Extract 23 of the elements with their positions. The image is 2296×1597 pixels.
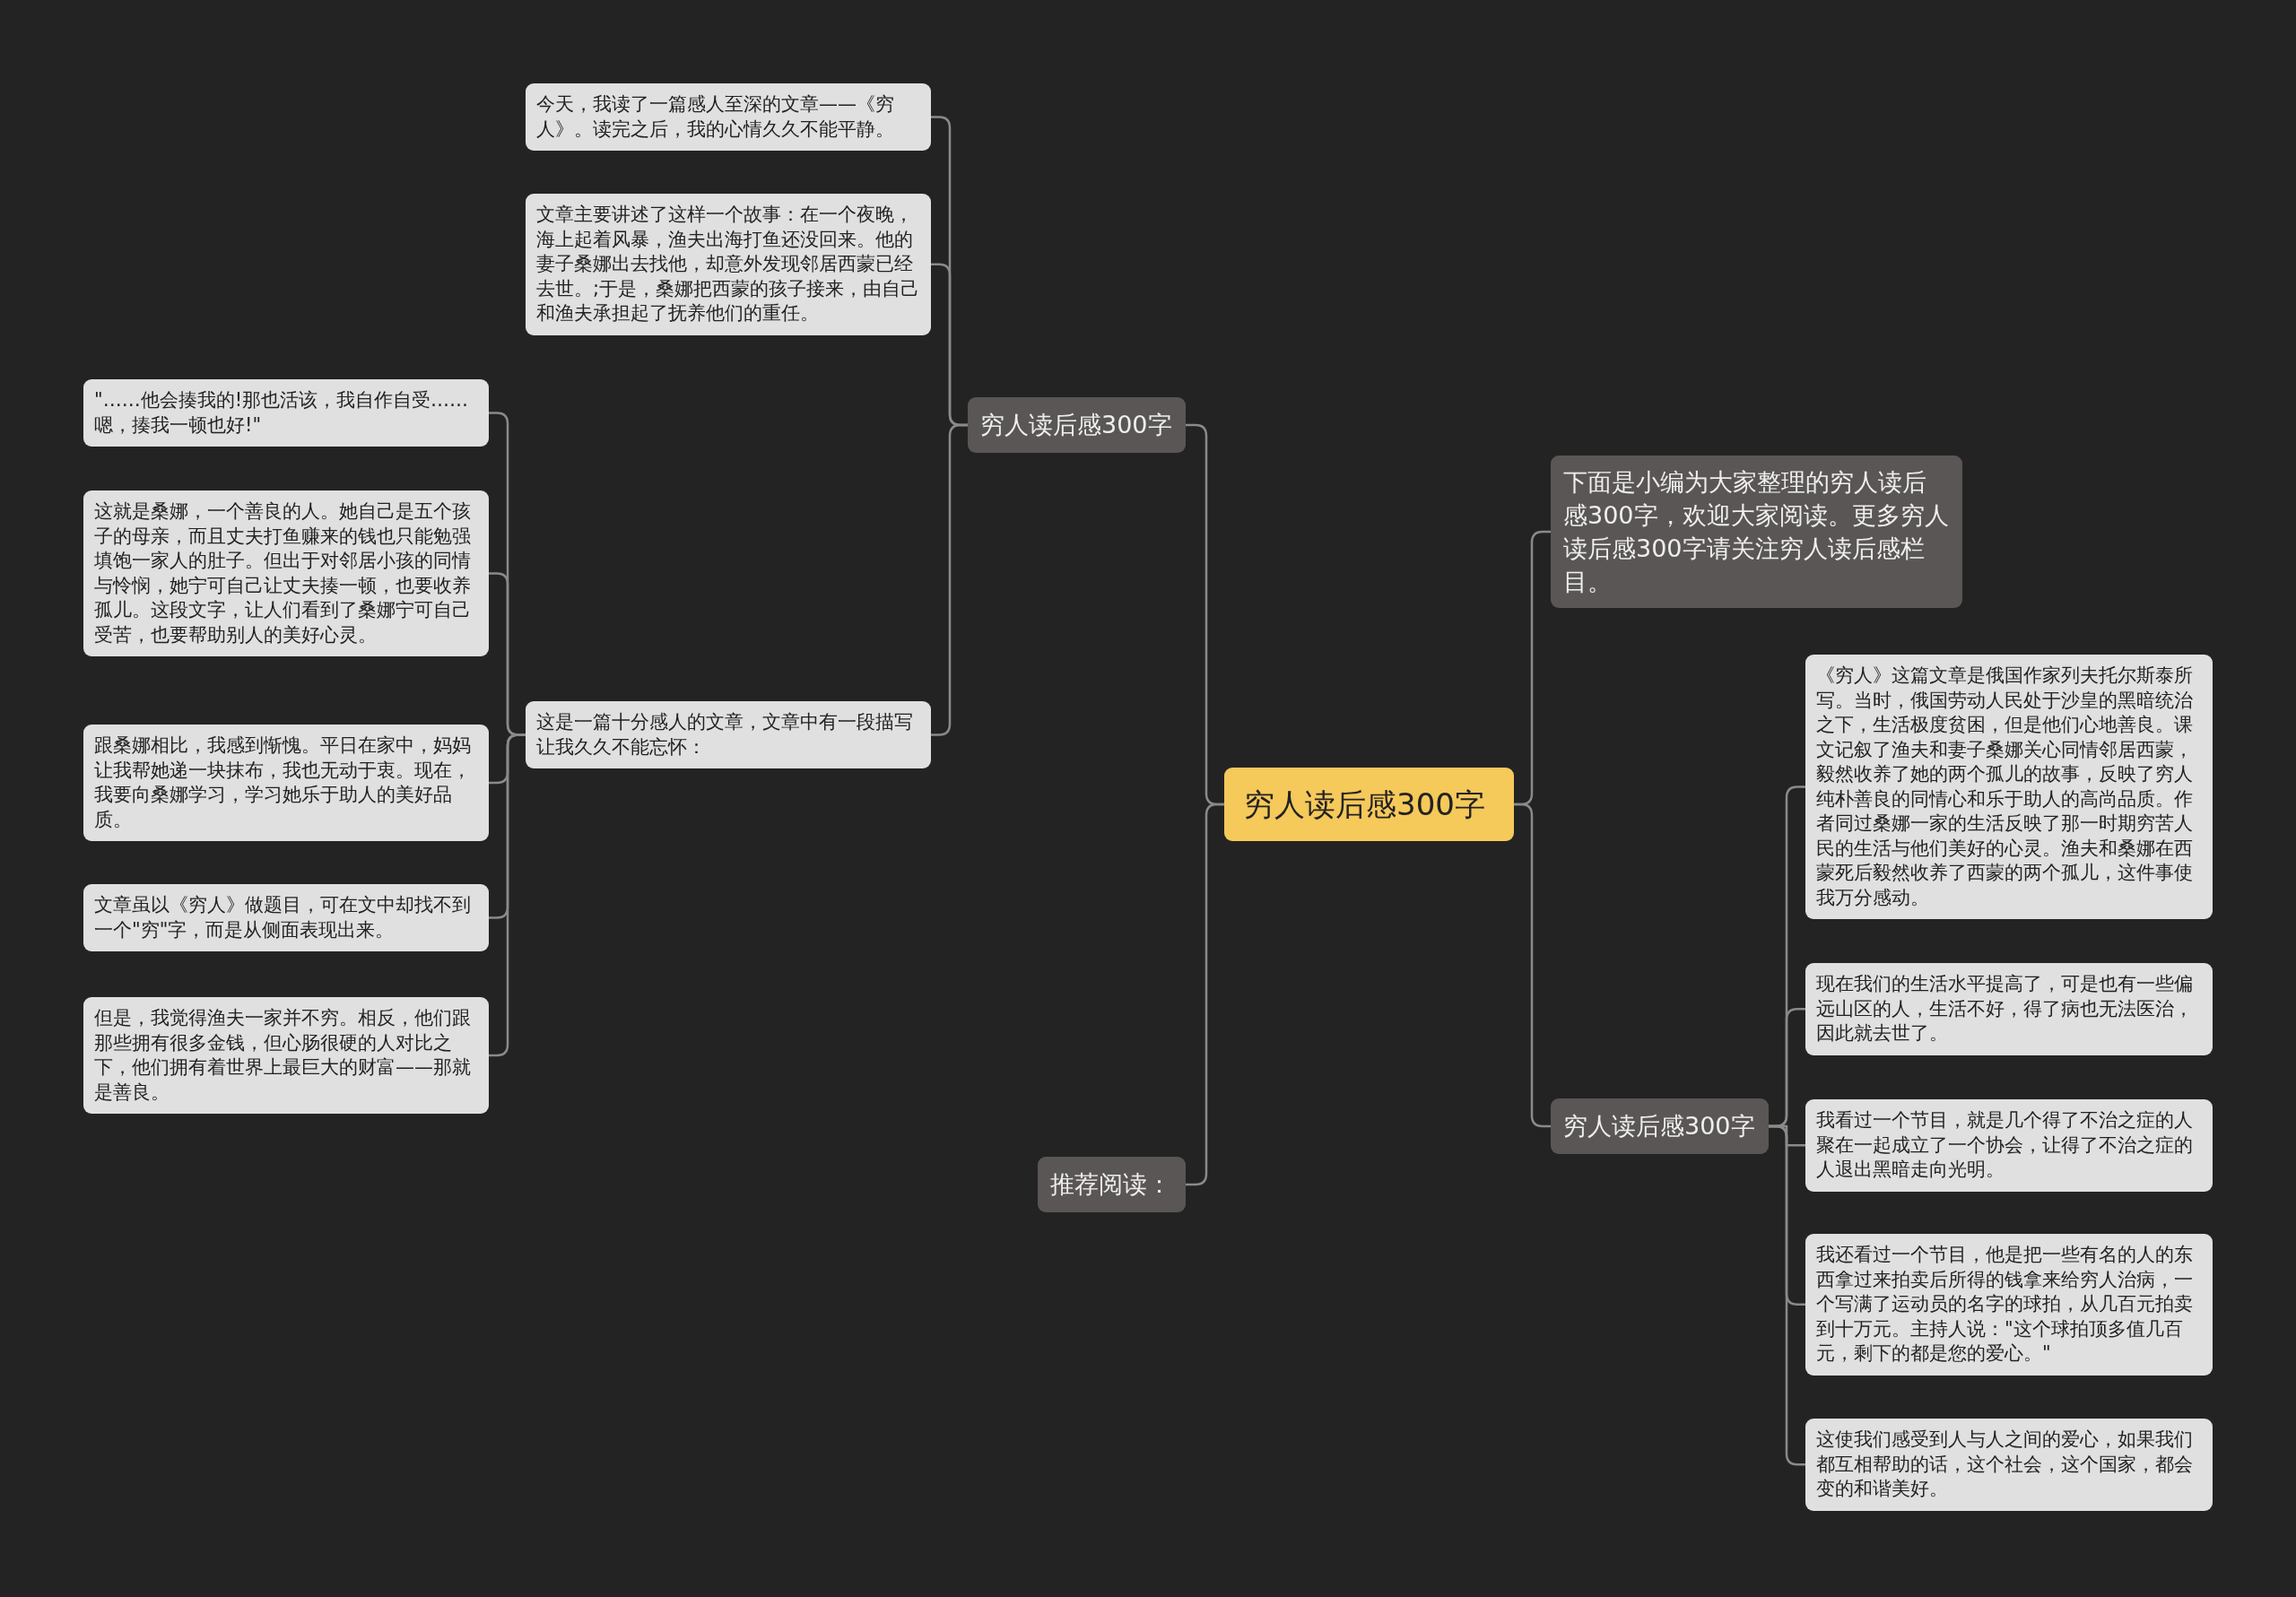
- text-card: 跟桑娜相比，我感到惭愧。平日在家中，妈妈让我帮她递一块抹布，我也无动于衷。现在，我要向桑娜学习，学习她乐于助人的美好品质。: [83, 725, 489, 841]
- connector-line: [1186, 803, 1224, 1186]
- central-topic: 穷人读后感300字: [1224, 768, 1514, 841]
- connector-line: [931, 423, 968, 736]
- text-card: 《穷人》这篇文章是俄国作家列夫托尔斯泰所写。当时，俄国劳动人民处于沙皇的黑暗统治之下，生活极度贫困，但是他们心地善良。课文记叙了渔夫和妻子桑娜关心同情邻居西蒙，毅然收养了她的两个孤儿的故事，反映了穷人纯朴善良的同情心和乐于助人的高尚品质。作者同过桑娜一家的生活反映了那一时期穷苦人民的生活与他们美好的心灵。渔夫和桑娜在西蒙死后毅然收养了西蒙的两个孤儿，这件事使我万分感动。: [1805, 655, 2213, 919]
- branch-topic: 穷人读后感300字: [1551, 1098, 1769, 1154]
- text-card: 我看过一个节目，就是几个得了不治之症的人聚在一起成立了一个协会，让得了不治之症的人退出黑暗走向光明。: [1805, 1099, 2213, 1192]
- text-card: 文章主要讲述了这样一个故事：在一个夜晚，海上起着风暴，渔夫出海打鱼还没回来。他的妻子桑娜出去找他，却意外发现邻居西蒙已经去世。;于是，桑娜把西蒙的孩子接来，由自己和渔夫承担起了抚养他们的重任。: [526, 194, 931, 335]
- text-card: "……他会揍我的!那也活该，我自作自受……嗯，揍我一顿也好!": [83, 379, 489, 447]
- text-card: 我还看过一个节目，他是把一些有名的人的东西拿过来拍卖后所得的钱拿来给穷人治病，一个写满了运动员的名字的球拍，从几百元拍卖到十万元。主持人说："这个球拍顶多值几百元，剩下的都是您的爱心。": [1805, 1234, 2213, 1376]
- branch-topic: 推荐阅读：: [1038, 1157, 1186, 1212]
- text-card: 今天，我读了一篇感人至深的文章——《穷人》。读完之后，我的心情久久不能平静。: [526, 83, 931, 151]
- text-card: 这使我们感受到人与人之间的爱心，如果我们都互相帮助的话，这个社会，这个国家，都会变的和谐美好。: [1805, 1419, 2213, 1511]
- connector-line: [1769, 1124, 1805, 1466]
- text-card: 文章虽以《穷人》做题目，可在文中却找不到一个"穷"字，而是从侧面表现出来。: [83, 884, 489, 951]
- connector-line: [489, 733, 526, 1057]
- branch-topic: 穷人读后感300字: [968, 397, 1186, 453]
- text-card: 这就是桑娜，一个善良的人。她自己是五个孩子的母亲，而且丈夫打鱼赚来的钱也只能勉强填饱一家人的肚子。但出于对邻居小孩的同情与怜悯，她宁可自己让丈夫揍一顿，也要收养孤儿。这段文字，让人们看到了桑娜宁可自己受苦，也要帮助别人的美好心灵。: [83, 490, 489, 656]
- text-card: 但是，我觉得渔夫一家并不穷。相反，他们跟那些拥有很多金钱，但心肠很硬的人对比之下，他们拥有着世界上最巨大的财富——那就是善良。: [83, 997, 489, 1114]
- text-card: 现在我们的生活水平提高了，可是也有一些偏远山区的人，生活不好，得了病也无法医治，因此就去世了。: [1805, 963, 2213, 1055]
- connector-line: [1514, 803, 1551, 1128]
- intro-card: 下面是小编为大家整理的穷人读后感300字，欢迎大家阅读。更多穷人读后感300字请关注穷人读后感栏目。: [1551, 456, 1962, 608]
- text-card: 这是一篇十分感人的文章，文章中有一段描写让我久久不能忘怀：: [526, 701, 931, 768]
